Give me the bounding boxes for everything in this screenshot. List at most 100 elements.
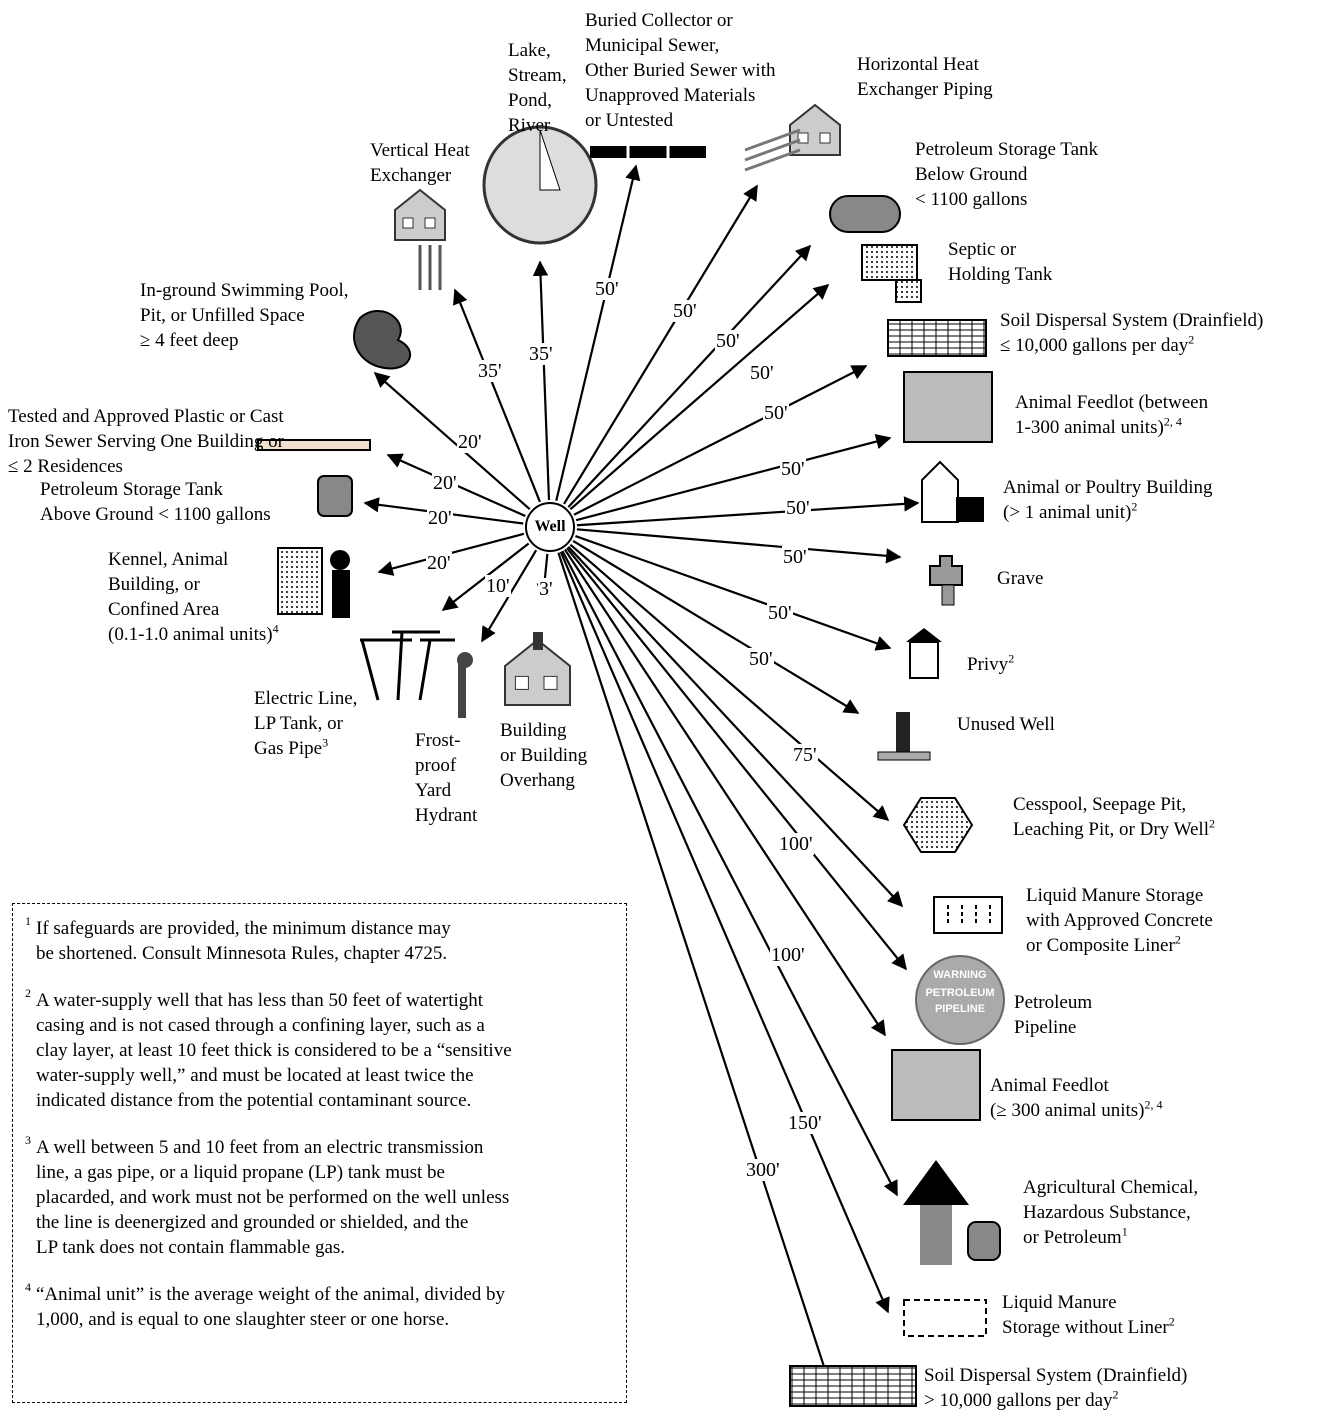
distance-vertical-heat-exchanger: 35'	[477, 360, 503, 382]
label-text: River	[508, 115, 551, 136]
label-text: Hydrant	[415, 805, 478, 826]
label-text: Petroleum Storage Tank	[40, 479, 224, 500]
footnote-ref: 2, 4	[1163, 414, 1182, 429]
label-text: Exchanger	[370, 165, 452, 186]
horizontal-heat-exchanger-icon-window	[819, 132, 831, 144]
label-text: Pipeline	[1014, 1017, 1077, 1038]
arrow-soil-dispersal-small	[573, 365, 868, 516]
arrow-animal-poultry-building	[576, 496, 920, 527]
label-line: Confined Area	[108, 597, 279, 622]
label-text: Frost-	[415, 730, 461, 751]
footnote-line: line, a gas pipe, or a liquid propane (L…	[36, 1162, 445, 1183]
vertical-heat-exchanger-icon-window	[424, 217, 436, 229]
arrow-ag-chemical	[561, 550, 898, 1197]
footnote-line: A well between 5 and 10 feet from an ele…	[36, 1137, 484, 1158]
label-line: Liquid Manure Storage	[1026, 883, 1213, 908]
vertical-heat-exchanger-icon-window	[402, 217, 414, 229]
label-text: Horizontal Heat	[857, 54, 979, 75]
label-text: Tested and Approved Plastic or Cast	[8, 406, 284, 427]
footnote-number: 2	[25, 986, 31, 1000]
person-body-icon	[332, 570, 350, 618]
footnote-line: If safeguards are provided, the minimum …	[36, 918, 451, 939]
label-line: Lake,	[508, 38, 567, 63]
label-text: Vertical Heat	[370, 140, 470, 161]
footnote-line: casing and is not cased through a confin…	[36, 1015, 485, 1036]
distance-cesspool: 75'	[792, 744, 818, 766]
label-line: proof	[415, 753, 477, 778]
swimming-pool-icon	[353, 310, 411, 370]
arrow-unused-well	[572, 540, 860, 714]
label-text: Soil Dispersal System (Drainfield)	[1000, 310, 1264, 331]
label-line: In-ground Swimming Pool,	[140, 278, 348, 303]
privy-icon	[909, 641, 939, 679]
distance-lake-stream: 35'	[528, 343, 554, 365]
label-line: LP Tank, or	[254, 711, 357, 736]
footnote-4: 4“Animal unit” is the average weight of …	[25, 1280, 614, 1332]
label-line: Exchanger	[370, 163, 470, 188]
label-text: Holding Tank	[948, 264, 1053, 285]
label-line: Privy2	[967, 652, 1014, 677]
distance-grave: 50'	[782, 546, 808, 568]
label-line: with Approved Concrete	[1026, 908, 1213, 933]
distance-petroleum-tank-above: 20'	[427, 507, 453, 529]
label-text: (≥ 300 animal units)	[990, 1100, 1145, 1121]
label-line: Hazardous Substance,	[1023, 1200, 1198, 1225]
label-line: Soil Dispersal System (Drainfield)	[924, 1363, 1187, 1388]
grave-base-icon	[941, 584, 955, 606]
label-text: ≥ 4 feet deep	[140, 330, 239, 351]
label-line: Building	[500, 718, 587, 743]
footnote-number: 3	[25, 1133, 31, 1147]
label-text: Building	[500, 720, 567, 741]
label-line: ≤ 10,000 gallons per day2	[1000, 333, 1263, 358]
arrow-soil-dispersal-large	[557, 552, 834, 1387]
barn-shed-icon	[956, 497, 984, 522]
chimney-icon	[533, 632, 543, 650]
arrow-lake-stream	[532, 260, 551, 501]
label-text: with Approved Concrete	[1026, 910, 1213, 931]
footnote-ref: 4	[272, 621, 279, 636]
label-line: Above Ground < 1100 gallons	[40, 502, 271, 527]
distance-soil-dispersal-small: 50'	[763, 402, 789, 424]
label-line: ≤ 2 Residences	[8, 454, 284, 479]
label-line: Petroleum Storage Tank	[915, 137, 1098, 162]
label-line: Frost-	[415, 728, 477, 753]
footnote-line: the line is deenergized and grounded or …	[36, 1212, 469, 1233]
arrow-manure-storage-lined	[567, 546, 904, 908]
arrow-petroleum-tank-below	[567, 244, 812, 508]
label-text: Hazardous Substance,	[1023, 1202, 1191, 1223]
footnote-line: LP tank does not contain flammable gas.	[36, 1237, 346, 1258]
label-line: Below Ground	[915, 162, 1098, 187]
distance-swimming-pool: 20'	[457, 431, 483, 453]
label-text: or Untested	[585, 110, 674, 131]
label-line: < 1100 gallons	[915, 187, 1098, 212]
footnote-line: be shortened. Consult Minnesota Rules, c…	[36, 943, 448, 964]
label-text: Gas Pipe	[254, 738, 323, 759]
cesspool-icon	[902, 797, 974, 853]
label-line: Storage without Liner2	[1002, 1315, 1175, 1340]
arrow-cesspool	[569, 543, 890, 822]
label-line: Buried Collector or	[585, 8, 775, 33]
label-line: (0.1-1.0 animal units)4	[108, 622, 279, 647]
label-text: Confined Area	[108, 599, 220, 620]
arrow-animal-feedlot-small	[575, 434, 892, 522]
distance-privy: 50'	[767, 602, 793, 624]
arrow-septic-tank	[569, 283, 830, 511]
label-line: Petroleum Storage Tank	[40, 477, 271, 502]
label-line: Liquid Manure	[1002, 1290, 1175, 1315]
label-text: Overhang	[500, 770, 575, 791]
heat-pipe-icon	[744, 128, 801, 172]
label-text: Privy	[967, 654, 1009, 675]
footnote-line: placarded, and work must not be performe…	[36, 1187, 510, 1208]
label-line: Holding Tank	[948, 262, 1052, 287]
label-ag-chemical: Agricultural Chemical,Hazardous Substanc…	[1023, 1175, 1198, 1250]
label-line: Pit, or Unfilled Space	[140, 303, 348, 328]
label-text: In-ground Swimming Pool,	[140, 280, 349, 301]
distance-kennel: 20'	[426, 552, 452, 574]
label-line: Cesspool, Seepage Pit,	[1013, 792, 1215, 817]
